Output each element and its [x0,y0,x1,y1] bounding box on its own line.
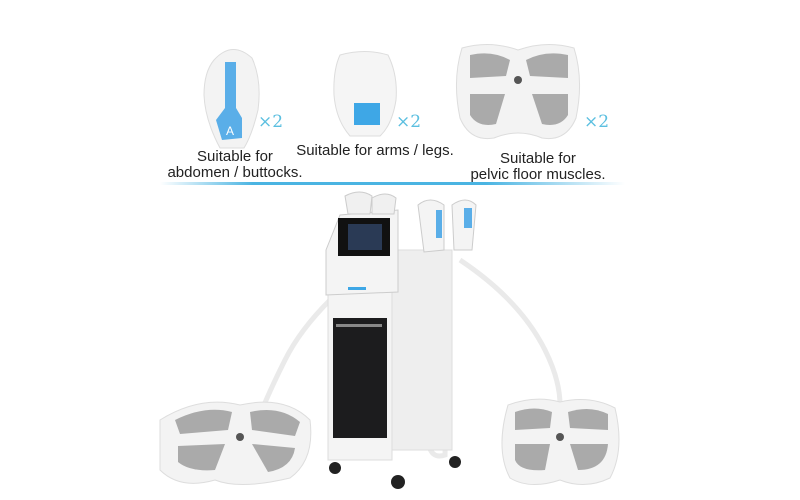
right-pelvic-seat [501,398,620,485]
svg-text:A: A [226,124,234,138]
pelvic-seat-image [455,44,581,140]
quantity-label: ×2 [258,112,284,132]
accessory-caption: Suitable for pelvic floor muscles. [458,151,618,183]
caption-line: Suitable for [500,150,576,167]
caption-line: Suitable for arms / legs. [296,142,454,159]
machine-body [325,191,461,489]
left-pelvic-seat [159,401,312,486]
accessory-caption: Suitable for abdomen / buttocks. [155,149,315,181]
accessory-caption: Suitable for arms / legs. [295,143,455,159]
quantity-label: ×2 [396,112,422,132]
quantity-label: ×2 [584,112,610,132]
caption-line: abdomen / buttocks. [167,164,303,181]
arms-legs-handle-image [333,51,397,137]
divider-line [160,182,625,185]
caption-line: Suitable for [197,148,273,165]
caption-line: pelvic floor muscles. [470,166,606,183]
abdomen-handle-image: A [203,49,260,149]
mounted-handles [417,199,477,253]
